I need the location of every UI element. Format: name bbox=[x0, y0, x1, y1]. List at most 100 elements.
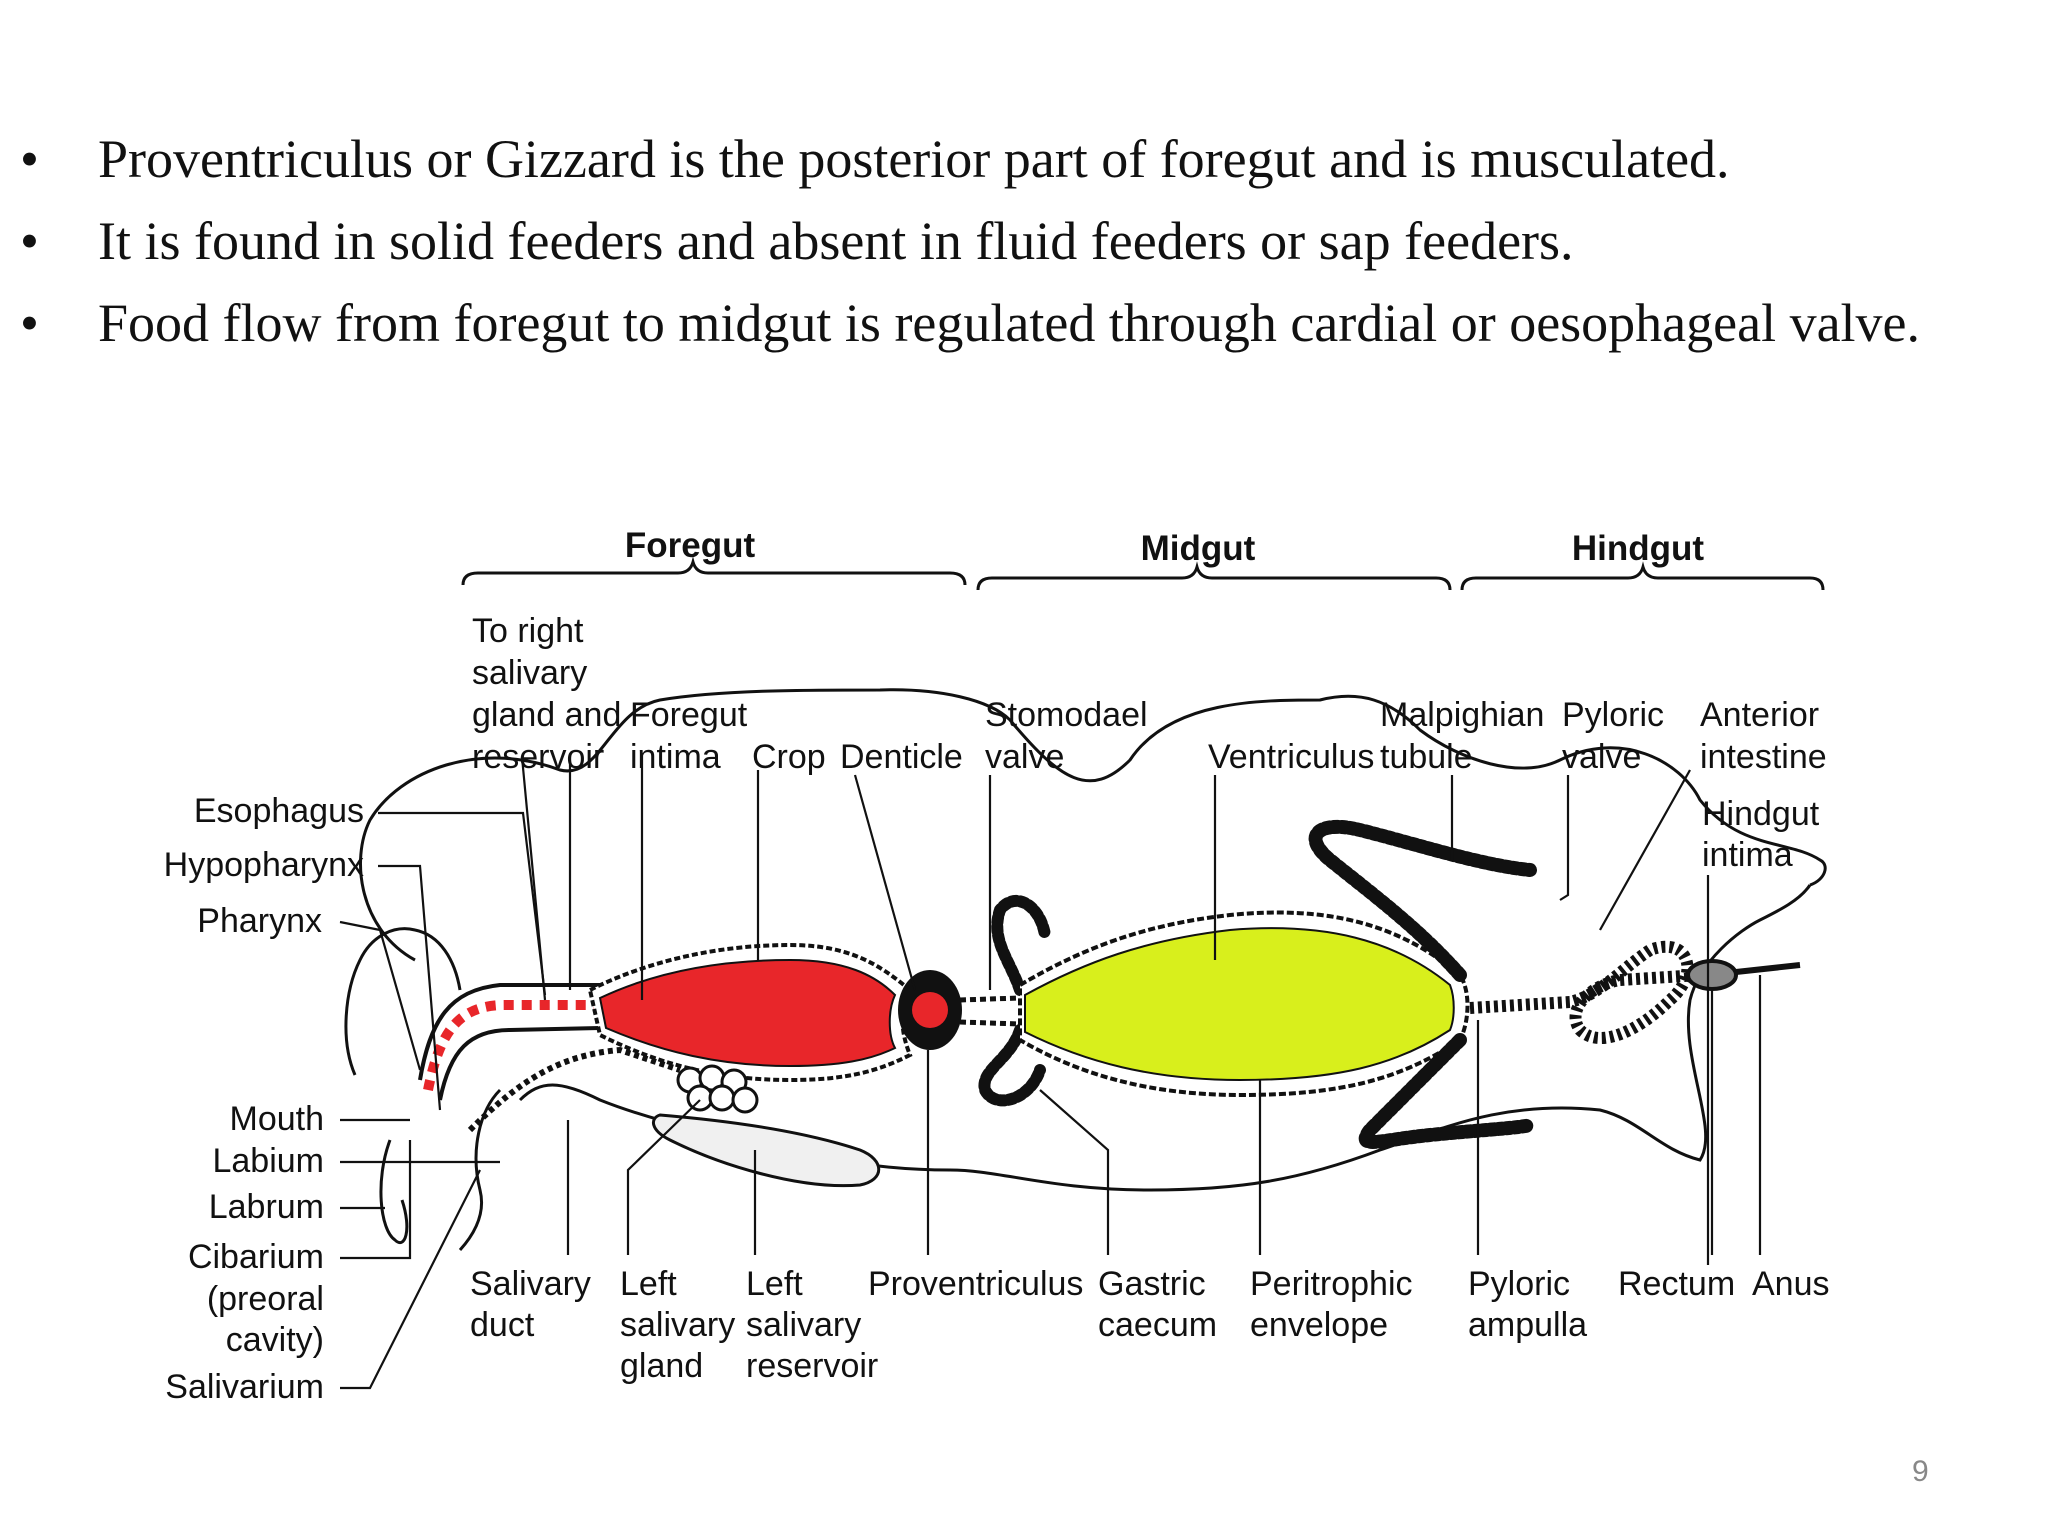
label-to-right-salivary-2: salivary bbox=[472, 654, 587, 692]
page-number: 9 bbox=[1912, 1455, 1929, 1488]
crop-organ bbox=[587, 942, 913, 1083]
bullet-text: Food flow from foregut to midgut is regu… bbox=[98, 293, 1921, 353]
region-label-hindgut: Hindgut bbox=[1572, 529, 1705, 568]
leader-esophagus bbox=[378, 811, 547, 996]
label-pyloric-valve-1: Pyloric bbox=[1562, 696, 1664, 734]
label-cibarium-1: Cibarium bbox=[188, 1238, 324, 1276]
anal-duct bbox=[1735, 962, 1801, 975]
label-cibarium-3: cavity) bbox=[226, 1321, 324, 1359]
leader-denticle bbox=[853, 774, 917, 991]
midgut-brace bbox=[976, 561, 1452, 591]
label-foregut-intima-1: Foregut bbox=[630, 696, 748, 734]
label-labium: Labium bbox=[212, 1142, 324, 1180]
label-anterior-intestine-1: Anterior bbox=[1700, 696, 1819, 734]
label-denticle: Denticle bbox=[840, 738, 963, 776]
labium-lobe bbox=[458, 1088, 502, 1252]
leader-pharynx bbox=[339, 920, 422, 1071]
label-labrum: Labrum bbox=[209, 1188, 324, 1226]
salivary-duct-path bbox=[467, 1046, 681, 1133]
esophagus-wall-lower bbox=[438, 1026, 601, 1101]
stomodael-tube bbox=[959, 995, 1021, 1027]
bullet-item: • Food flow from foregut to midgut is re… bbox=[0, 282, 2048, 364]
malpighian-tubules bbox=[1308, 819, 1537, 1149]
label-left-salivary-reservoir-2: salivary bbox=[746, 1306, 861, 1344]
leader-gastric-caecum bbox=[1039, 1089, 1110, 1255]
leader-anterior-intestine bbox=[1599, 769, 1691, 931]
label-gastric-caecum-1: Gastric bbox=[1098, 1265, 1206, 1303]
label-left-salivary-gland-3: gland bbox=[620, 1347, 703, 1385]
bullet-marker: • bbox=[20, 293, 39, 353]
proventriculus-inner bbox=[912, 992, 948, 1028]
label-esophagus: Esophagus bbox=[194, 792, 364, 830]
bullet-marker: • bbox=[20, 211, 39, 271]
label-hindgut-intima-1: Hindgut bbox=[1702, 795, 1820, 833]
label-salivary-duct-2: duct bbox=[470, 1306, 535, 1344]
label-anus: Anus bbox=[1752, 1265, 1830, 1303]
label-foregut-intima-2: intima bbox=[630, 738, 721, 776]
labrum-lobe bbox=[379, 1139, 409, 1244]
left-salivary-reservoir bbox=[652, 1113, 881, 1188]
leader-pyloric-valve bbox=[1559, 775, 1570, 901]
head-outline bbox=[344, 927, 462, 1076]
esophagus-lumen bbox=[423, 1000, 600, 1091]
label-left-salivary-gland-1: Left bbox=[620, 1265, 677, 1303]
label-pyloric-ampulla-1: Pyloric bbox=[1468, 1265, 1570, 1303]
label-hindgut-intima-2: intima bbox=[1702, 836, 1793, 874]
label-left-salivary-gland-2: salivary bbox=[620, 1306, 735, 1344]
label-pyloric-ampulla-2: ampulla bbox=[1468, 1306, 1587, 1344]
malpighian-tubule-lower bbox=[1358, 1033, 1537, 1149]
label-pyloric-valve-2: valve bbox=[1562, 738, 1641, 776]
leader-hypopharynx bbox=[378, 864, 442, 1111]
hindgut-tube bbox=[1469, 940, 1801, 1045]
hindgut-brace bbox=[1460, 561, 1825, 591]
body-upper-outline bbox=[359, 688, 1827, 962]
label-to-right-salivary-3: gland and bbox=[472, 696, 621, 734]
label-hypopharynx: Hypopharynx bbox=[164, 846, 364, 884]
label-pharynx: Pharynx bbox=[197, 902, 322, 940]
left-salivary-gland bbox=[676, 1064, 759, 1114]
gastric-caecum-upper bbox=[991, 894, 1051, 996]
label-gastric-caecum-2: caecum bbox=[1098, 1306, 1217, 1344]
label-malpighian-tubule-2: tubule bbox=[1380, 738, 1473, 776]
region-label-foregut: Foregut bbox=[625, 526, 756, 565]
label-stomodael-valve-1: Stomodael bbox=[985, 696, 1148, 734]
label-mouth: Mouth bbox=[230, 1100, 325, 1138]
label-to-right-salivary-4: reservoir bbox=[472, 738, 604, 776]
label-proventriculus: Proventriculus bbox=[868, 1265, 1083, 1303]
proventriculus bbox=[898, 970, 962, 1050]
ventriculus-fill bbox=[1024, 927, 1455, 1082]
crop-fill bbox=[598, 958, 897, 1068]
label-to-right-salivary-1: To right bbox=[472, 612, 584, 650]
label-malpighian-tubule-1: Malpighian bbox=[1380, 696, 1544, 734]
label-left-salivary-reservoir-3: reservoir bbox=[746, 1347, 878, 1385]
hindgut-intestine-loop bbox=[1469, 940, 1701, 1045]
ventriculus-organ bbox=[1018, 910, 1470, 1098]
label-left-salivary-reservoir-1: Left bbox=[746, 1265, 803, 1303]
rectum-organ bbox=[1686, 959, 1738, 991]
label-cibarium-2: (preoral bbox=[207, 1280, 324, 1318]
bullet-item: • It is found in solid feeders and absen… bbox=[0, 200, 2048, 282]
label-salivary-duct-1: Salivary bbox=[470, 1265, 591, 1303]
bullet-text: Proventriculus or Gizzard is the posteri… bbox=[98, 129, 1730, 189]
label-peritrophic-envelope-1: Peritrophic bbox=[1250, 1265, 1413, 1303]
leader-cibarium bbox=[340, 1140, 412, 1260]
esophagus-tube bbox=[418, 983, 601, 1101]
esophagus-wall-upper bbox=[418, 983, 600, 1081]
malpighian-tubule-upper bbox=[1308, 819, 1537, 982]
label-salivarium: Salivarium bbox=[165, 1368, 324, 1406]
leader-salivarium bbox=[340, 1169, 481, 1390]
leader-left-salivary-gland bbox=[626, 1099, 701, 1255]
bullet-text: It is found in solid feeders and absent … bbox=[98, 211, 1574, 271]
insect-alimentary-canal-diagram: Foregut Midgut Hindgut bbox=[164, 526, 1830, 1406]
label-ventriculus: Ventriculus bbox=[1208, 738, 1374, 776]
label-rectum: Rectum bbox=[1618, 1265, 1735, 1303]
gastric-caeca bbox=[978, 894, 1051, 1107]
region-label-midgut: Midgut bbox=[1141, 529, 1256, 568]
bullet-marker: • bbox=[20, 129, 39, 189]
label-crop: Crop bbox=[752, 738, 826, 776]
label-anterior-intestine-2: intestine bbox=[1700, 738, 1827, 776]
salivary-system bbox=[467, 1046, 881, 1188]
gastric-caecum-lower bbox=[978, 1024, 1046, 1107]
leader-lines bbox=[339, 755, 1762, 1390]
foregut-brace bbox=[461, 556, 967, 586]
